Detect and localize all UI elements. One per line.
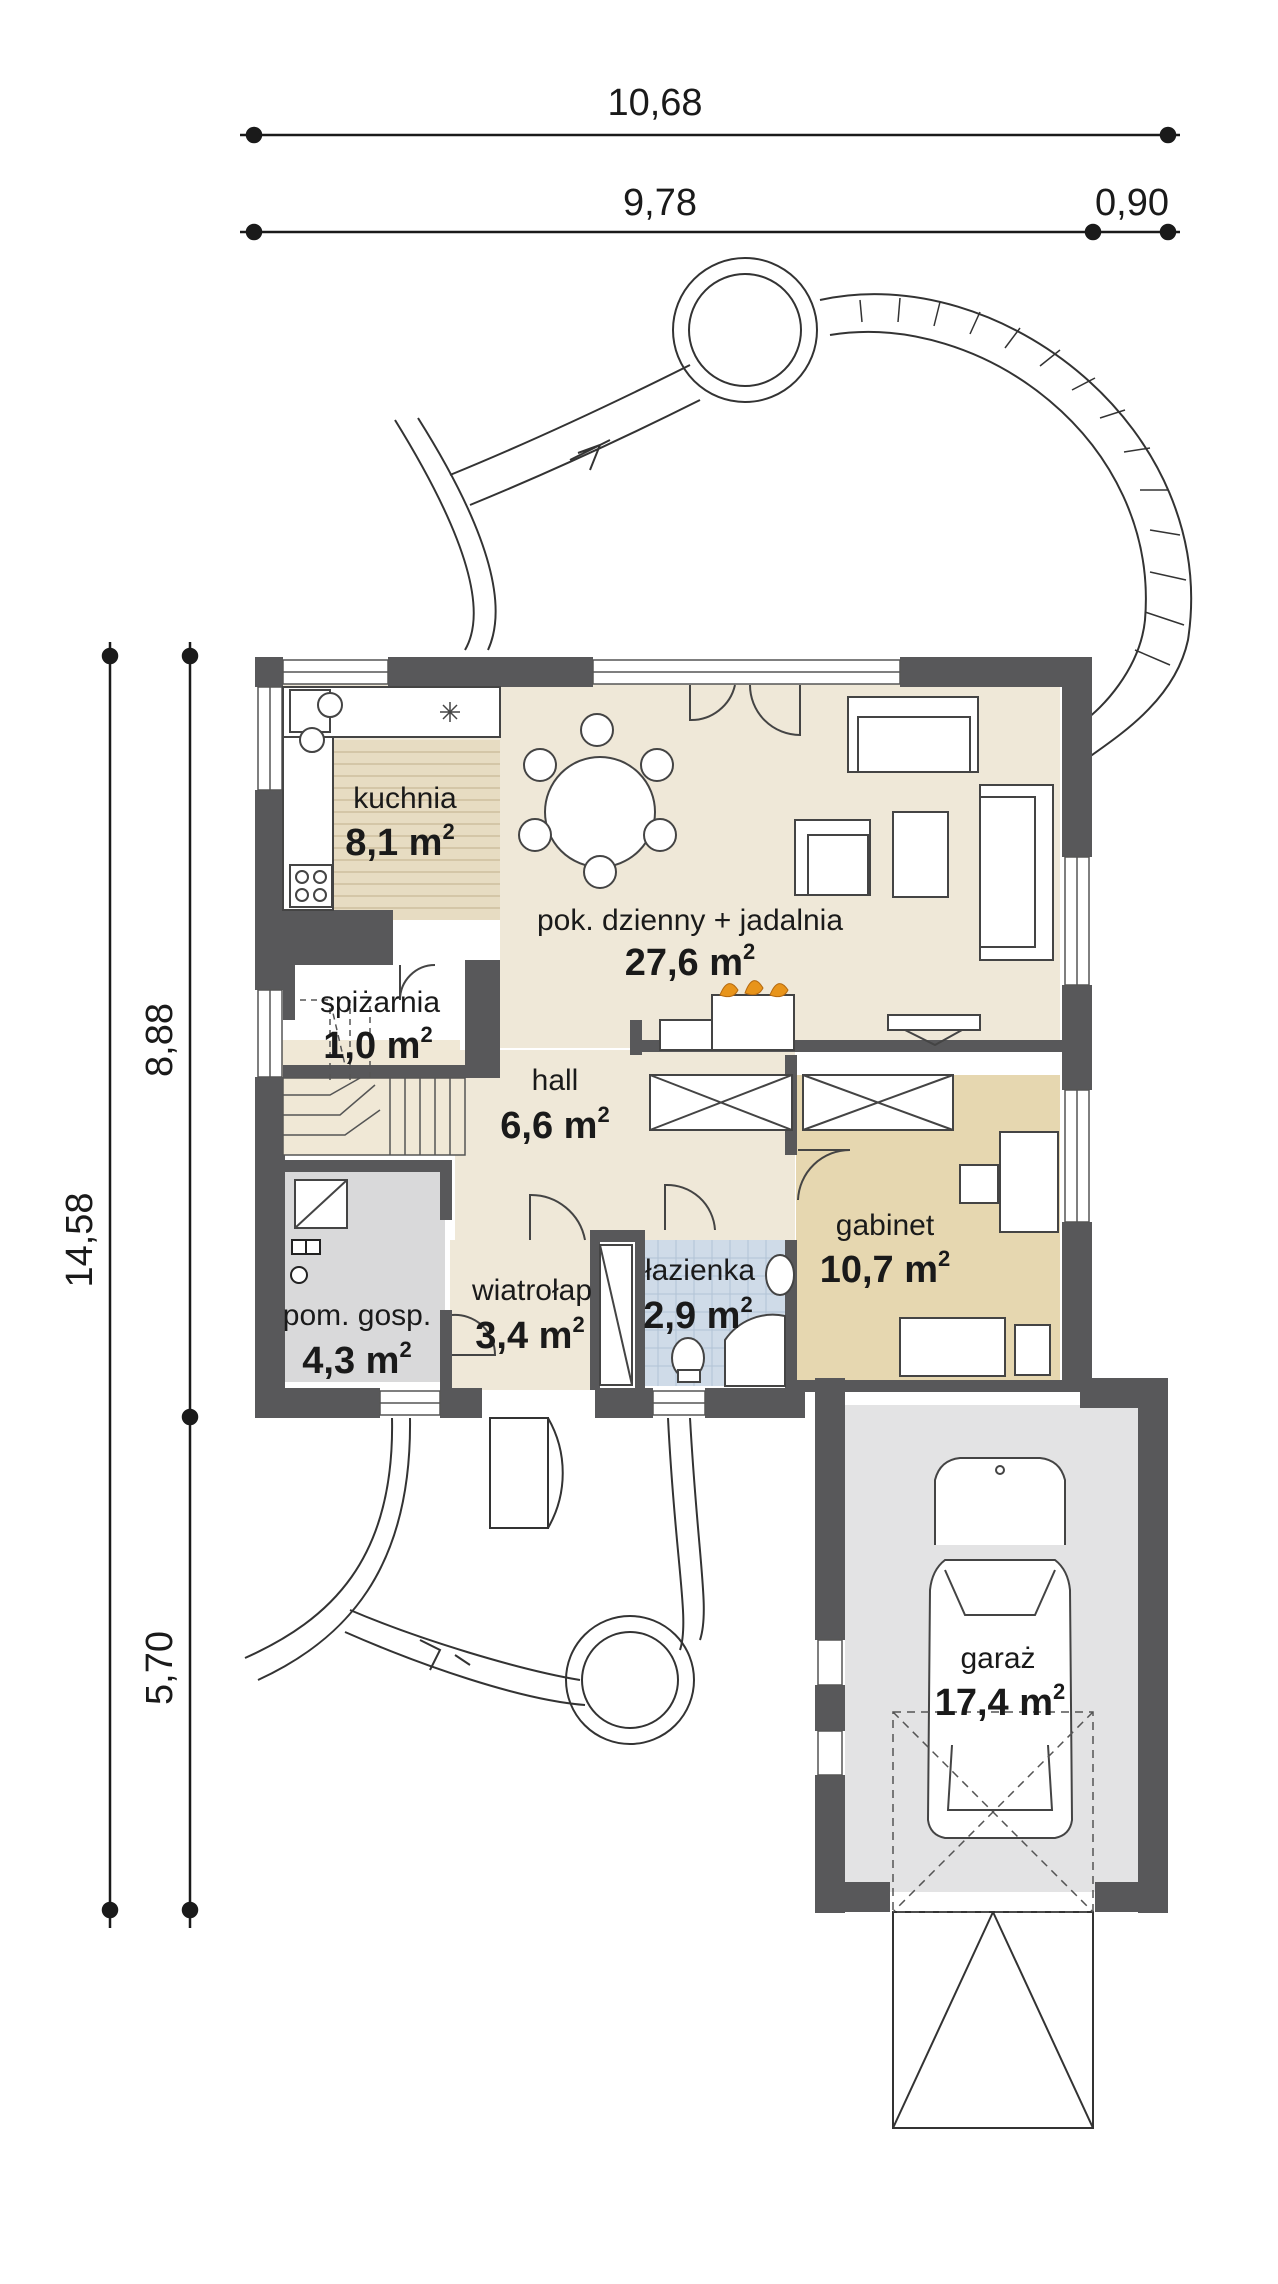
driveway (892, 1911, 1094, 2129)
living-name: pok. dzienny + jadalnia (537, 904, 843, 937)
lazienka-area: 2,9 m2 (643, 1292, 752, 1337)
gabinet-name: gabinet (836, 1209, 935, 1242)
garden-pergola-top (394, 257, 1193, 761)
sink-bowl (317, 692, 343, 718)
chair-2 (640, 748, 674, 782)
hall-name: hall (532, 1064, 579, 1097)
floor-vestibule (450, 1240, 600, 1390)
armchair-seat (807, 834, 869, 896)
office-chair (959, 1164, 999, 1204)
chair-6 (583, 855, 617, 889)
garden-pergola-bottom (244, 1417, 705, 1745)
chair-3 (523, 748, 557, 782)
terrace-door (689, 684, 801, 737)
dim-house-depth: 8,88 (139, 1003, 181, 1077)
office-desk (999, 1131, 1059, 1233)
spizarnia-area: 1,0 m2 (323, 1022, 432, 1067)
wiatrolap-area: 3,4 m2 (475, 1312, 584, 1357)
fireplace (711, 994, 795, 1051)
bathroom-door (664, 1183, 716, 1231)
sofa-top-seat (857, 716, 971, 773)
dim-total-width: 10,68 (607, 82, 702, 124)
garage-door-swing (892, 1711, 1094, 1913)
pom-gosp-area: 4,3 m2 (302, 1337, 411, 1382)
kuchnia-area: 8,1 m2 (345, 819, 454, 864)
gabinet-area: 10,7 m2 (820, 1246, 951, 1291)
tv-icon (904, 1029, 963, 1047)
extractor-fan-icon (440, 702, 460, 722)
stove-small (659, 1019, 713, 1051)
burner-1 (295, 870, 309, 884)
chair-1 (580, 713, 614, 747)
pantry-door (399, 964, 436, 1001)
utility-controls (290, 1239, 321, 1284)
dimension-lines (101, 126, 1180, 1928)
bathroom-sink (765, 1254, 795, 1296)
burner-3 (295, 888, 309, 902)
kitchen-floor-slats (330, 740, 500, 920)
garaz-name: garaż (960, 1642, 1035, 1675)
windows (257, 659, 1090, 1776)
office-shelf (1014, 1324, 1051, 1376)
dim-main-width: 9,78 (623, 182, 697, 224)
pom-gosp-name: pom. gosp. (283, 1299, 431, 1332)
spizarnia-name: spiżarnia (320, 986, 440, 1019)
chair-4 (518, 818, 552, 852)
dim-total-depth: 14,58 (59, 1192, 101, 1287)
burner-4 (313, 888, 327, 902)
kuchnia-name: kuchnia (353, 782, 457, 815)
lazienka-name: łazienka (645, 1254, 755, 1287)
sofa-right-seat (979, 796, 1036, 948)
chair-5 (643, 818, 677, 852)
coffee-table (892, 811, 949, 898)
dining-table (544, 756, 656, 868)
hall-area: 6,6 m2 (500, 1102, 609, 1147)
burner-2 (313, 870, 327, 884)
staircase (282, 999, 466, 1156)
shower-icon (724, 1313, 786, 1387)
toilet-tank (677, 1369, 701, 1383)
kitchen-stove (289, 864, 333, 908)
car-icon (926, 1457, 1074, 1839)
wiatrolap-name: wiatrołap (471, 1274, 592, 1307)
living-area: 27,6 m2 (625, 939, 756, 984)
tv-stand (887, 1014, 981, 1031)
utility-door (451, 1313, 497, 1356)
dim-garage-depth: 5,70 (139, 1631, 181, 1705)
garaz-area: 17,4 m2 (935, 1679, 1066, 1724)
walls (255, 657, 1168, 1913)
office-door (797, 1149, 851, 1201)
room-labels: kuchnia 8,1 m2 pok. dzienny + jadalnia 2… (283, 782, 1066, 1724)
furniture (282, 684, 1094, 1913)
fire-icon (719, 980, 789, 998)
vestibule-door (529, 1193, 586, 1241)
dim-bay-width: 0,90 (1095, 182, 1169, 224)
sink-drain (299, 727, 325, 753)
office-sofa (899, 1317, 1006, 1377)
